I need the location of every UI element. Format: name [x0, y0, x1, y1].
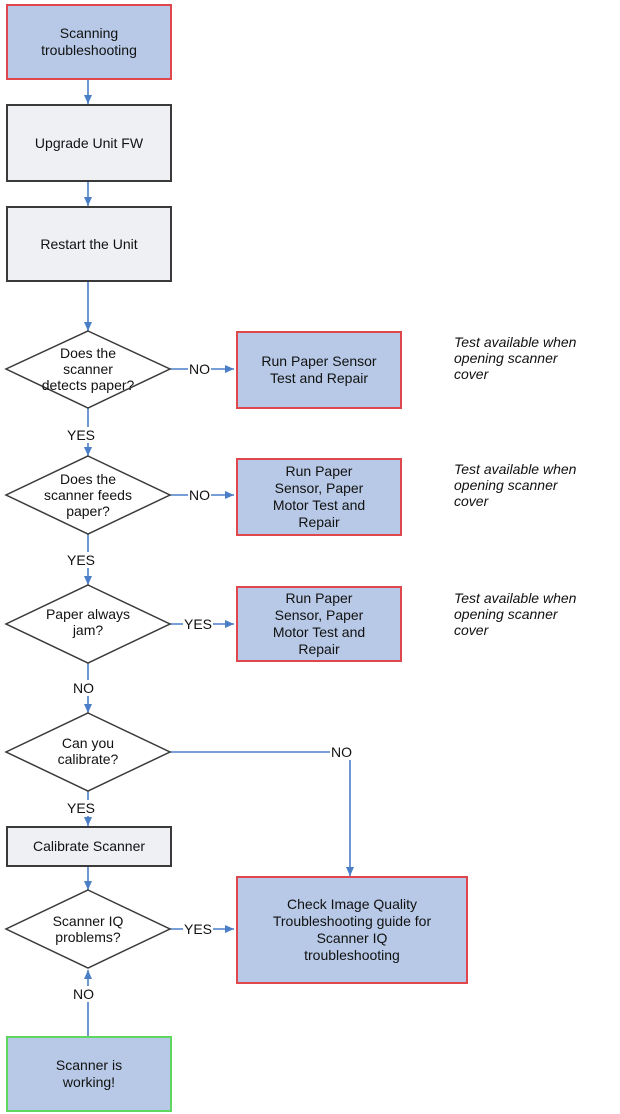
decision-detects-shape — [4, 330, 172, 409]
start-node: Scanning troubleshooting — [6, 4, 172, 80]
edge-label-detects-yes: YES — [66, 427, 97, 443]
edge-label-iq-yes: YES — [183, 921, 214, 937]
decision-iq-shape — [4, 889, 172, 969]
restart-node: Restart the Unit — [6, 206, 172, 282]
action-motor-node-1: Run Paper Sensor, Paper Motor Test and R… — [236, 458, 402, 536]
edge-label-calibrate-no: NO — [330, 744, 353, 760]
action-sensor-node: Run Paper Sensor Test and Repair — [236, 331, 402, 409]
edge-calibrate-no — [170, 751, 354, 876]
edge-label-calibrate-yes: YES — [66, 800, 97, 816]
note-motor-test-2: Test available when opening scanner cove… — [454, 590, 577, 638]
calibrate-node: Calibrate Scanner — [6, 826, 172, 867]
working-node: Scanner is working! — [6, 1036, 172, 1112]
decision-iq-label: Scanner IQ problems? — [52, 913, 124, 945]
decision-feeds-label: Does the scanner feeds paper? — [44, 471, 132, 519]
decision-calibrate-shape — [4, 712, 172, 792]
edge-label-jam-no: NO — [72, 680, 95, 696]
decision-calibrate-label: Can you calibrate? — [57, 735, 119, 767]
decision-feeds-shape — [4, 455, 172, 535]
edge-label-feeds-no: NO — [188, 487, 211, 503]
action-motor-node-2: Run Paper Sensor, Paper Motor Test and R… — [236, 586, 402, 662]
note-sensor-test: Test available when opening scanner cove… — [454, 334, 577, 382]
action-iq-node: Check Image Quality Troubleshooting guid… — [236, 876, 468, 984]
note-motor-test-1: Test available when opening scanner cove… — [454, 461, 577, 509]
decision-detects-label: Does the scanner detects paper? — [41, 345, 135, 393]
upgrade-fw-node: Upgrade Unit FW — [6, 104, 172, 182]
decision-jam-label: Paper always jam? — [45, 606, 131, 638]
decision-jam-shape — [4, 584, 172, 664]
edge-label-detects-no: NO — [188, 361, 211, 377]
edge-label-jam-yes: YES — [183, 616, 214, 632]
edge-label-feeds-yes: YES — [66, 552, 97, 568]
edge-label-iq-no: NO — [72, 986, 95, 1002]
